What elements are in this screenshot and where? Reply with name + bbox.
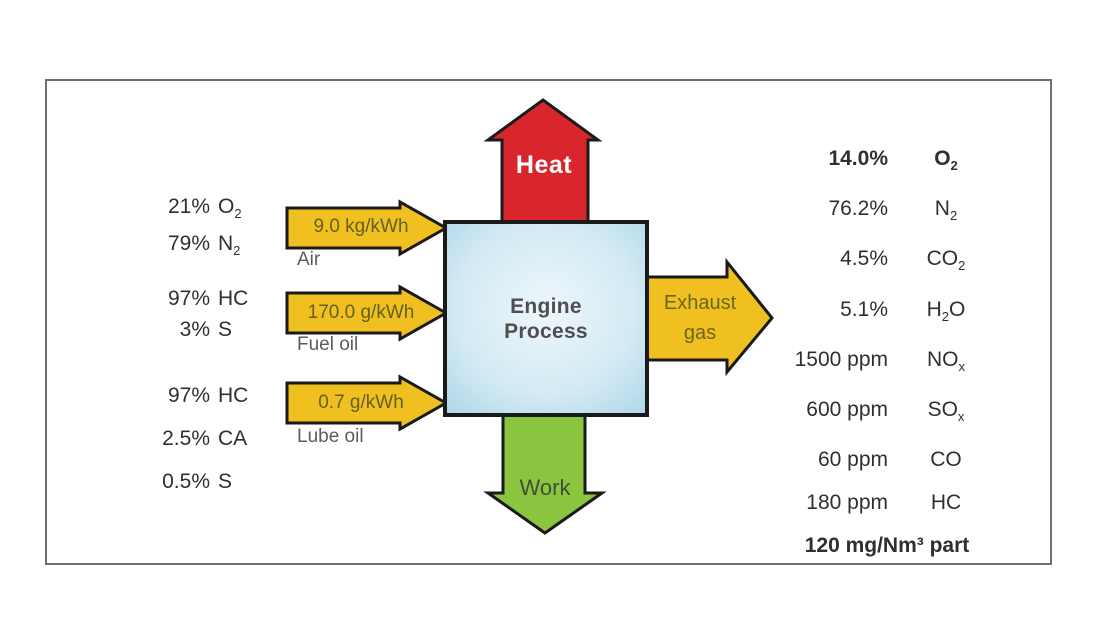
species-base: CO [930, 448, 962, 472]
exhaust-species: CO2 [900, 237, 992, 287]
species-base: S [218, 470, 233, 493]
fuel-oil-label: Fuel oil [297, 334, 359, 355]
exhaust-species: O2 [900, 137, 992, 187]
exhaust-gas-arrow [643, 257, 774, 377]
exhaust-value: 4.5% [840, 247, 888, 271]
species-base: O [934, 147, 951, 170]
lube-oil-arrow [285, 374, 450, 432]
air-rate-label: 9.0 kg/kWh [313, 216, 409, 237]
heat-arrow [483, 98, 603, 226]
composition-value: 21% [167, 195, 210, 218]
species-base: NO [926, 347, 959, 371]
exhaust-species: NOx [900, 338, 992, 388]
composition-species: S [218, 314, 280, 345]
species-subscript: x [958, 358, 965, 374]
species-subscript: 2 [958, 258, 966, 274]
exhaust-composition-list: 14.0% O2 76.2% N2 4.5% CO2 5.1% H2O 1500… [782, 137, 992, 567]
work-arrow [483, 411, 607, 535]
composition-value: 0.5% [162, 470, 210, 493]
exhaust-species: HC [900, 481, 992, 524]
species-base: H [926, 297, 942, 321]
composition-species: HC [218, 374, 280, 417]
species-subscript: 2 [941, 308, 950, 324]
particulates-value: 120 mg/Nm³ part [804, 534, 970, 558]
species-tail: O [949, 297, 966, 321]
exhaust-value: 76.2% [828, 197, 888, 221]
air-composition-list: 21% O2 79% N2 [126, 192, 280, 266]
lube-oil-composition-list: 97% HC 2.5% CA 0.5% S [126, 374, 280, 503]
species-base: S [218, 318, 233, 341]
fuel-oil-arrow [285, 284, 450, 342]
composition-value: 97% [167, 384, 210, 407]
air-arrow [285, 199, 450, 257]
composition-value: 3% [179, 318, 210, 341]
exhaust-species: N2 [900, 187, 992, 237]
exhaust-species: SOx [900, 388, 992, 438]
species-base: HC [930, 491, 962, 515]
exhaust-species: CO [900, 438, 992, 481]
lube-oil-rate-label: 0.7 g/kWh [318, 392, 404, 413]
species-base: N [934, 197, 950, 221]
work-label: Work [519, 475, 571, 500]
exhaust-species: H2O [900, 288, 992, 338]
composition-species: S [218, 460, 280, 503]
composition-species: CA [218, 417, 280, 460]
lube-oil-label: Lube oil [297, 426, 364, 447]
composition-species: O2 [218, 192, 280, 229]
species-base: CA [218, 427, 248, 450]
heat-label: Heat [515, 151, 573, 179]
air-label: Air [297, 249, 321, 270]
engine-title-line1: Engine [510, 295, 582, 318]
species-subscript: 2 [234, 206, 242, 222]
composition-species: HC [218, 283, 280, 314]
engine-process-box [443, 220, 649, 417]
species-base: CO [926, 247, 959, 271]
species-subscript: 2 [950, 158, 958, 174]
exhaust-label-line1: Exhaust [663, 292, 737, 314]
exhaust-value: 1500 ppm [794, 347, 888, 371]
exhaust-label-line2: gas [683, 322, 717, 344]
species-subscript: x [957, 409, 965, 425]
composition-value: 97% [167, 287, 210, 310]
engine-process-title: Engine Process [445, 294, 647, 344]
species-base: HC [218, 287, 249, 310]
exhaust-gas-label: Exhaust gas [648, 288, 752, 348]
exhaust-value: 5.1% [840, 297, 888, 321]
species-base: N [218, 232, 234, 256]
species-base: SO [927, 397, 958, 421]
species-base: O [218, 195, 235, 218]
species-base: HC [218, 384, 249, 407]
exhaust-value: 180 ppm [806, 491, 888, 515]
engine-title-line2: Process [504, 320, 588, 343]
exhaust-value: 600 ppm [806, 397, 888, 421]
species-subscript: 2 [233, 243, 241, 259]
composition-value: 2.5% [162, 427, 210, 450]
species-subscript: 2 [949, 208, 958, 224]
fuel-oil-composition-list: 97% HC 3% S [126, 283, 280, 345]
exhaust-value: 60 ppm [817, 448, 888, 472]
exhaust-value: 14.0% [828, 147, 888, 170]
composition-species: N2 [218, 229, 280, 266]
composition-value: 79% [167, 232, 210, 256]
fuel-oil-rate-label: 170.0 g/kWh [307, 302, 415, 323]
